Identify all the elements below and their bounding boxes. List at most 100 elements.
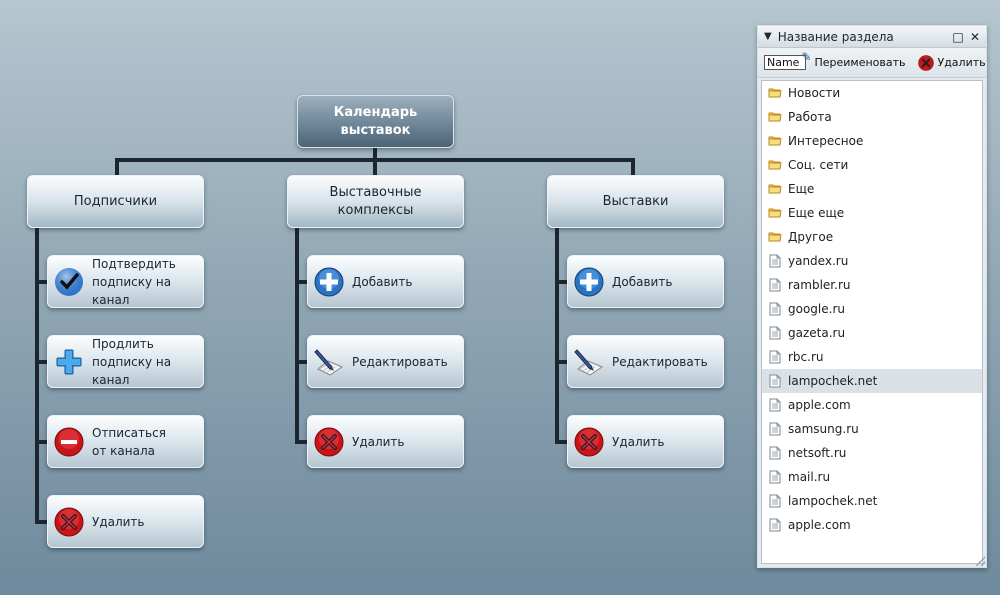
list-item-label: rbc.ru [788,350,824,364]
list-item-label: Новости [788,86,841,100]
page-icon [768,422,782,436]
page-icon [768,518,782,532]
root-node-label: Календарь выставок [333,104,418,138]
edit-icon [574,347,604,377]
page-icon [768,350,782,364]
list-item-page[interactable]: samsung.ru [762,417,982,441]
maximize-icon[interactable]: □ [952,29,964,44]
action-label: Продлить подписку на канал [92,336,172,387]
list-item-folder[interactable]: Работа [762,105,982,129]
list-item-folder[interactable]: Интересное [762,129,982,153]
list-item-page[interactable]: netsoft.ru [762,441,982,465]
list-item-label: lampochek.net [788,494,878,508]
action-label: Добавить [352,274,413,289]
collapse-triangle-icon[interactable]: ▼ [764,31,772,42]
list-item-label: netsoft.ru [788,446,847,460]
resize-grip[interactable] [975,556,985,566]
list-item-folder[interactable]: Новости [762,81,982,105]
connector-col1-top [115,158,119,175]
action-add-complex[interactable]: Добавить [307,255,464,308]
list-item-folder[interactable]: Еще еще [762,201,982,225]
folder-icon [768,86,782,100]
rename-label: Переименовать [814,56,906,69]
list-item-label: Работа [788,110,832,124]
list-item-page[interactable]: rbc.ru [762,345,982,369]
connector-col3-top [631,158,635,175]
list-item-page[interactable]: google.ru [762,297,982,321]
action-edit-complex[interactable]: Редактировать [307,335,464,388]
edit-icon [314,347,344,377]
list-item-page[interactable]: gazeta.ru [762,321,982,345]
delete-button[interactable]: Удалить [917,54,986,71]
add-icon [574,267,604,297]
page-icon [768,398,782,412]
list-item-folder[interactable]: Еще [762,177,982,201]
connector-branch [555,440,567,444]
list-item-page[interactable]: rambler.ru [762,273,982,297]
list-item-label: mail.ru [788,470,831,484]
list-item-label: lampochek.net [788,374,878,388]
panel-header: ▼ Название раздела □ ✕ [758,26,986,48]
action-label: Подтвердить подписку на канал [92,256,176,307]
category-label: Выставочные комплексы [329,184,422,218]
action-label: Редактировать [352,354,448,369]
close-icon[interactable]: ✕ [969,29,981,44]
delete-icon [54,507,84,537]
list-item-page[interactable]: apple.com [762,513,982,537]
list-item-folder[interactable]: Другое [762,225,982,249]
list-item-page[interactable]: yandex.ru [762,249,982,273]
root-node-calendar[interactable]: Календарь выставок [297,95,454,148]
delete-icon [314,427,344,457]
category-subscribers[interactable]: Подписчики [27,175,204,228]
list-item-label: Еще еще [788,206,845,220]
action-edit-exhibition[interactable]: Редактировать [567,335,724,388]
action-label: Удалить [612,434,665,449]
connector-branch [295,280,307,284]
action-label: Удалить [352,434,405,449]
list-item-page[interactable]: lampochek.net [762,489,982,513]
name-field-icon: Name✎ [764,51,811,70]
action-extend-subscription[interactable]: Продлить подписку на канал [47,335,204,388]
add-icon [314,267,344,297]
list-item-label: yandex.ru [788,254,849,268]
action-confirm-subscription[interactable]: Подтвердить подписку на канал [47,255,204,308]
list-item-page[interactable]: mail.ru [762,465,982,489]
list-item-page[interactable]: lampochek.net [762,369,982,393]
action-delete-exhibition[interactable]: Удалить [567,415,724,468]
plus-cross-icon [54,347,84,377]
action-delete-complex[interactable]: Удалить [307,415,464,468]
list-item-label: samsung.ru [788,422,859,436]
page-icon [768,326,782,340]
page-icon [768,254,782,268]
list-item-label: Соц. сети [788,158,849,172]
connector-root-down [373,148,377,161]
connector-branch [35,360,47,364]
action-delete-subscriber[interactable]: Удалить [47,495,204,548]
panel-toolbar: Name✎ Переименовать Удалить [758,48,986,78]
category-exhibition-complexes[interactable]: Выставочные комплексы [287,175,464,228]
rename-button[interactable]: Name✎ Переименовать [764,51,906,70]
pencil-icon: ✎ [801,50,812,64]
connector-col1-spine [35,228,39,522]
category-exhibitions[interactable]: Выставки [547,175,724,228]
action-label: Отписаться от канала [92,425,166,458]
page-icon [768,446,782,460]
action-add-exhibition[interactable]: Добавить [567,255,724,308]
panel-title: Название раздела [777,29,894,44]
connector-branch [35,280,47,284]
page-icon [768,374,782,388]
category-label: Подписчики [73,193,158,209]
action-label: Редактировать [612,354,708,369]
list-item-label: gazeta.ru [788,326,846,340]
list-item-page[interactable]: apple.com [762,393,982,417]
list-item-folder[interactable]: Соц. сети [762,153,982,177]
connector-branch [555,280,567,284]
check-icon [54,267,84,297]
list-item-label: apple.com [788,518,851,532]
list-item-label: google.ru [788,302,845,316]
action-unsubscribe[interactable]: Отписаться от канала [47,415,204,468]
page-icon [768,278,782,292]
section-panel: ▼ Название раздела □ ✕ Name✎ Переименова… [757,25,987,568]
connector-col3-spine [555,228,559,442]
